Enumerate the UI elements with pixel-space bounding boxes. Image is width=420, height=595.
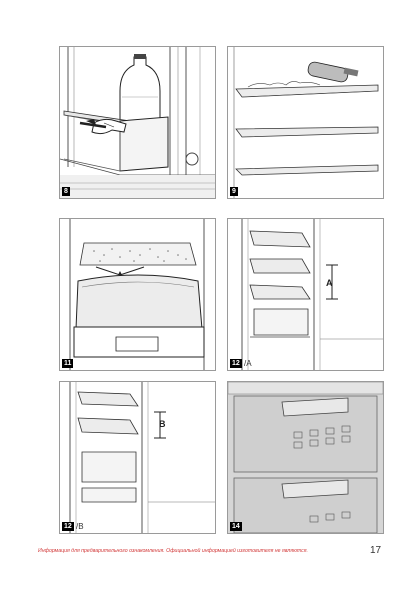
shelf-spacing-a-illustration: [228, 219, 383, 370]
figure-12b-shelf-spacing: B 12 /B: [59, 381, 216, 534]
figure-9-glass-shelves: 9: [227, 46, 384, 199]
dimension-b-label: B: [159, 419, 166, 429]
figure-12a-shelf-spacing: A 12 /A: [227, 218, 384, 371]
figure-number: 12: [230, 359, 242, 368]
figure-number: 11: [62, 359, 74, 368]
figure-suffix: /A: [244, 359, 252, 368]
dimension-a-label: A: [326, 278, 333, 288]
glass-shelves-illustration: [228, 47, 383, 198]
figure-suffix: /B: [76, 522, 84, 531]
page-number: 17: [370, 545, 382, 556]
figure-number: 9: [230, 187, 238, 196]
door-shelf-illustration: [60, 47, 215, 198]
figure-11-crisper-drawer: 11: [59, 218, 216, 371]
figure-14-freezer-drawers: 14: [227, 381, 384, 534]
figure-number: 14: [230, 522, 242, 531]
figure-number: 8: [62, 187, 70, 196]
freezer-drawers-illustration: [228, 382, 383, 533]
figure-8-door-shelf: 8: [59, 46, 216, 199]
crisper-drawer-illustration: [60, 219, 215, 370]
shelf-spacing-b-illustration: [60, 382, 215, 533]
disclaimer-note: Информация для предварительного ознакомл…: [38, 548, 308, 554]
figure-number: 12: [62, 522, 74, 531]
